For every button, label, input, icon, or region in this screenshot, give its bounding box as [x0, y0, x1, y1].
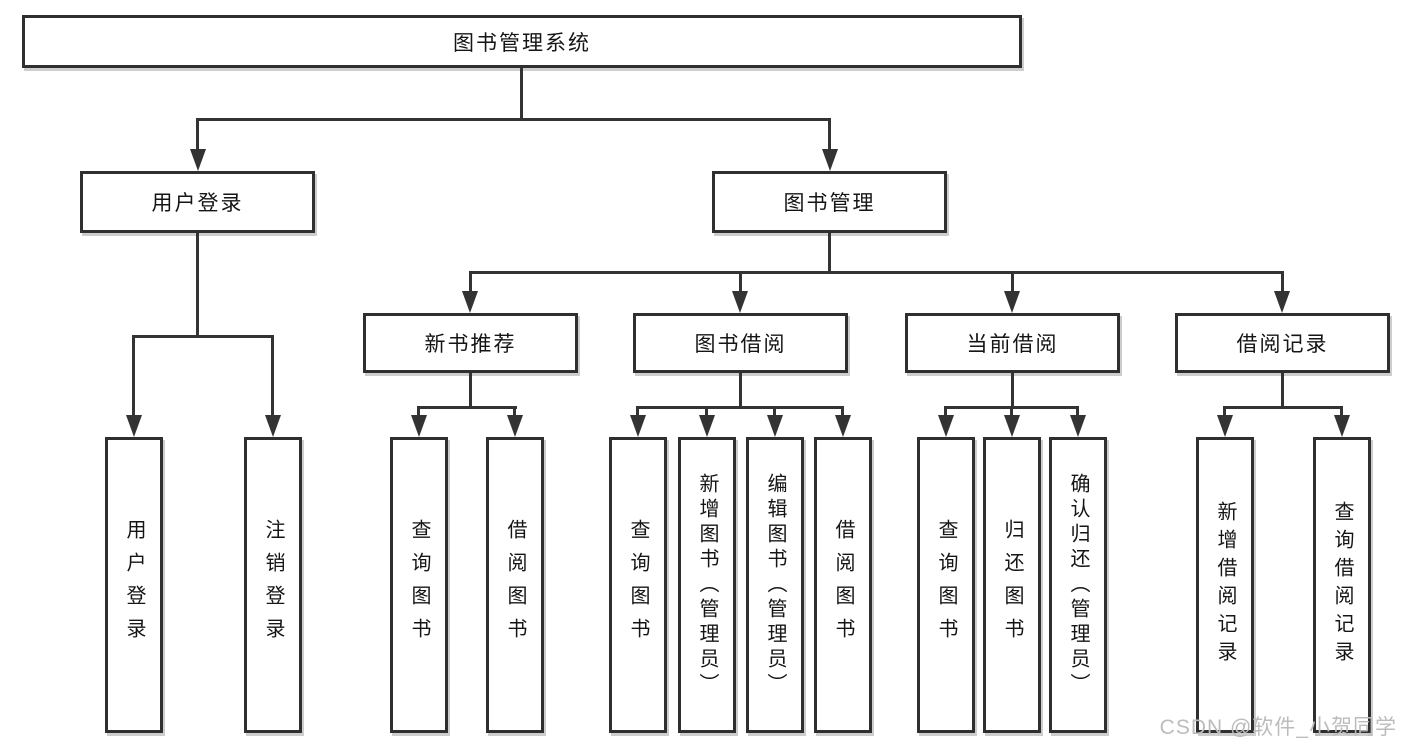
arrow-down-icon — [1004, 291, 1020, 313]
connector-line — [513, 406, 516, 417]
connector-line — [944, 406, 947, 417]
arrow-down-icon — [265, 415, 281, 437]
watermark: CSDN @软件_小贺同学 — [1159, 716, 1397, 739]
arrow-down-icon — [732, 291, 748, 313]
leaf-borrow-books-borrow: 借阅图书 — [814, 437, 872, 733]
leaf-label: 确认归还（管理员） — [1067, 472, 1089, 698]
leaf-user-login: 用户登录 — [105, 437, 163, 733]
connector-line — [1281, 271, 1284, 293]
arrow-down-icon — [1334, 415, 1350, 437]
leaf-label: 归还图书 — [1001, 519, 1023, 651]
arrow-down-icon — [1274, 291, 1290, 313]
leaf-label: 新增图书（管理员） — [696, 472, 718, 698]
arrow-down-icon — [1004, 415, 1020, 437]
connector-line — [739, 373, 742, 406]
leaf-add-borrow-record: 新增借阅记录 — [1196, 437, 1254, 733]
node-root: 图书管理系统 — [22, 15, 1022, 68]
connector-line — [1281, 373, 1284, 406]
arrow-down-icon — [835, 415, 851, 437]
leaf-label: 借阅图书 — [504, 519, 526, 651]
connector-line — [132, 335, 274, 338]
leaf-add-book-admin: 新增图书（管理员） — [678, 437, 736, 733]
leaf-label: 借阅图书 — [832, 519, 854, 651]
connector-line — [705, 406, 708, 417]
arrow-down-icon — [462, 291, 478, 313]
leaf-confirm-return-admin: 确认归还（管理员） — [1049, 437, 1107, 733]
connector-line — [196, 118, 831, 121]
leaf-label: 查询借阅记录 — [1331, 501, 1353, 669]
arrow-down-icon — [630, 415, 646, 437]
connector-line — [1223, 406, 1343, 409]
leaf-borrow-books-recommend: 借阅图书 — [486, 437, 544, 733]
node-user-login: 用户登录 — [80, 171, 315, 233]
connector-line — [520, 68, 523, 118]
arrow-down-icon — [190, 149, 206, 171]
connector-line — [1011, 271, 1014, 293]
connector-line — [739, 271, 742, 293]
connector-line — [773, 406, 776, 417]
connector-line — [828, 118, 831, 152]
arrow-down-icon — [411, 415, 427, 437]
leaf-search-books-borrow: 查询图书 — [609, 437, 667, 733]
connector-line — [1076, 406, 1079, 417]
leaf-search-books-recommend: 查询图书 — [390, 437, 448, 733]
leaf-label: 查询图书 — [627, 519, 649, 651]
arrow-down-icon — [507, 415, 523, 437]
connector-line — [636, 406, 844, 409]
connector-line — [469, 271, 472, 293]
leaf-search-borrow-record: 查询借阅记录 — [1313, 437, 1371, 733]
connector-line — [1011, 373, 1014, 406]
node-borrow-records: 借阅记录 — [1175, 313, 1390, 373]
arrow-down-icon — [822, 149, 838, 171]
leaf-label: 用户登录 — [123, 519, 145, 651]
leaf-label: 编辑图书（管理员） — [764, 472, 786, 698]
connector-line — [469, 271, 1283, 274]
leaf-label: 查询图书 — [408, 519, 430, 651]
arrow-down-icon — [767, 415, 783, 437]
arrow-down-icon — [126, 415, 142, 437]
leaf-logout: 注销登录 — [244, 437, 302, 733]
leaf-label: 新增借阅记录 — [1214, 501, 1236, 669]
arrow-down-icon — [938, 415, 954, 437]
connector-line — [417, 406, 517, 409]
connector-line — [1223, 406, 1226, 417]
leaf-search-books-current: 查询图书 — [917, 437, 975, 733]
connector-line — [132, 335, 135, 417]
connector-line — [1010, 406, 1013, 417]
leaf-label: 注销登录 — [262, 519, 284, 651]
node-current-borrow: 当前借阅 — [905, 313, 1120, 373]
leaf-edit-book-admin: 编辑图书（管理员） — [746, 437, 804, 733]
node-book-management: 图书管理 — [712, 171, 947, 233]
connector-line — [1340, 406, 1343, 417]
node-new-book-recommend: 新书推荐 — [363, 313, 578, 373]
connector-line — [196, 118, 199, 152]
arrow-down-icon — [1217, 415, 1233, 437]
connector-line — [196, 233, 199, 335]
node-book-borrow: 图书借阅 — [633, 313, 848, 373]
leaf-return-book: 归还图书 — [983, 437, 1041, 733]
connector-line — [469, 373, 472, 406]
connector-line — [417, 406, 420, 417]
arrow-down-icon — [699, 415, 715, 437]
connector-line — [841, 406, 844, 417]
arrow-down-icon — [1070, 415, 1086, 437]
connector-line — [271, 335, 274, 417]
connector-line — [636, 406, 639, 417]
leaf-label: 查询图书 — [935, 519, 957, 651]
connector-line — [828, 233, 831, 271]
